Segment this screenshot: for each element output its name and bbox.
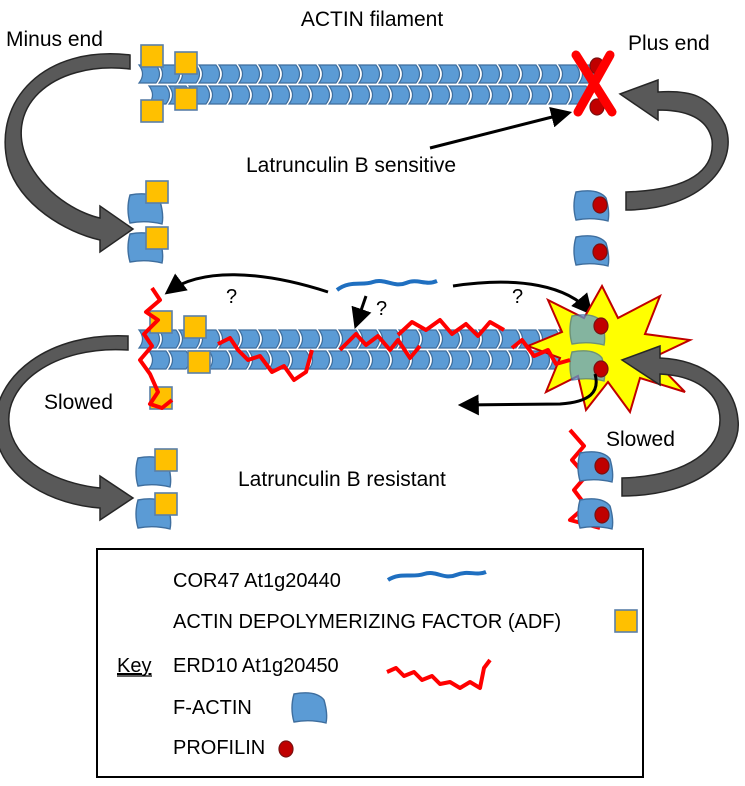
question-arrow-right — [452, 280, 593, 316]
actin-subunit — [458, 64, 481, 84]
actin-subunit — [228, 85, 251, 105]
actin-subunit — [288, 85, 311, 105]
actin-subunit — [488, 85, 511, 105]
adf-square-icon — [614, 609, 638, 633]
actin-subunit — [208, 350, 231, 370]
actin-subunit — [278, 64, 301, 84]
actin-subunit — [348, 85, 371, 105]
actin-subunit — [318, 64, 341, 84]
actin-subunit — [418, 64, 441, 84]
actin-subunit — [488, 350, 511, 370]
actin-subunit — [348, 350, 371, 370]
question-mark-left: ? — [226, 286, 237, 308]
title-label: ACTIN filament — [301, 8, 444, 31]
slowed-left-label: Slowed — [44, 391, 113, 414]
free-actin-adf-top — [127, 180, 169, 264]
actin-subunit — [258, 64, 281, 84]
actin-subunit — [448, 350, 471, 370]
actin-subunit — [498, 64, 521, 84]
question-mark-middle: ? — [376, 298, 387, 320]
actin-subunit — [148, 350, 171, 370]
burst-icon — [525, 283, 694, 415]
actin-subunit — [168, 350, 191, 370]
actin-subunit — [338, 64, 361, 84]
free-actin-profilin-erd10-bottom — [568, 428, 614, 530]
actin-subunit — [428, 85, 451, 105]
cor47-protein — [335, 279, 438, 292]
free-actin-profilin-top — [573, 190, 610, 267]
actin-subunit — [448, 85, 471, 105]
cor47-line-icon — [386, 570, 487, 582]
actin-subunit — [208, 85, 231, 105]
key-title: Key — [117, 655, 151, 677]
question-mark-right: ? — [512, 286, 523, 308]
erd10-on-filament — [138, 286, 571, 410]
key-box — [96, 548, 644, 778]
actin-subunit — [318, 329, 341, 349]
f-actin-icon — [291, 692, 328, 724]
actin-subunit — [278, 329, 301, 349]
actin-subunit — [508, 350, 531, 370]
profilin-icon — [278, 740, 294, 758]
actin-subunit — [308, 85, 331, 105]
actin-subunit — [468, 85, 491, 105]
question-arrow-middle — [351, 295, 372, 329]
actin-subunit — [358, 64, 381, 84]
polymerization-arrow-middle-right — [620, 344, 739, 497]
actin-subunit — [438, 64, 461, 84]
latb-resistant-arrow — [457, 373, 598, 416]
slowed-right-label: Slowed — [606, 428, 675, 451]
actin-subunit — [258, 329, 281, 349]
question-arrow-left — [164, 273, 329, 295]
actin-subunit — [238, 64, 261, 84]
actin-subunit — [248, 85, 271, 105]
actin-subunit — [198, 64, 221, 84]
plus-end-label: Plus end — [628, 32, 710, 55]
actin-subunit — [468, 350, 491, 370]
erd10-line-icon — [386, 658, 492, 690]
latb-sensitive-arrow — [429, 106, 573, 150]
actin-subunit — [238, 329, 261, 349]
actin-subunit — [328, 85, 351, 105]
depolymerization-arrow-top-left — [4, 53, 135, 254]
latb-resistant-label: Latrunculin B resistant — [238, 468, 446, 491]
actin-subunit — [508, 85, 531, 105]
actin-subunit — [558, 64, 581, 84]
actin-subunit — [388, 85, 411, 105]
polymerization-arrow-top-right — [618, 78, 729, 211]
actin-subunit — [548, 85, 571, 105]
minus-end-label: Minus end — [6, 28, 103, 51]
actin-filament-top — [138, 64, 601, 105]
actin-subunit — [368, 350, 391, 370]
actin-subunit — [418, 329, 441, 349]
actin-subunit — [398, 64, 421, 84]
latb-sensitive-label: Latrunculin B sensitive — [246, 154, 456, 177]
key-label-adf: ACTIN DEPOLYMERIZING FACTOR (ADF) — [173, 611, 561, 633]
actin-subunit — [528, 85, 551, 105]
blocked-x-icon — [571, 50, 617, 117]
actin-subunit — [538, 64, 561, 84]
actin-subunit — [518, 64, 541, 84]
actin-subunit — [368, 85, 391, 105]
actin-subunit — [378, 64, 401, 84]
key-label-profilin: PROFILIN — [173, 737, 265, 759]
actin-subunit — [268, 85, 291, 105]
actin-subunit — [298, 64, 321, 84]
actin-subunit — [428, 350, 451, 370]
actin-subunit — [408, 85, 431, 105]
depolymerization-arrow-middle-left — [0, 335, 135, 522]
key-label-cor47: COR47 At1g20440 — [173, 570, 341, 592]
actin-subunit — [298, 329, 321, 349]
key-label-f-actin: F-ACTIN — [173, 697, 252, 719]
actin-subunit — [328, 350, 351, 370]
actin-subunit — [478, 64, 501, 84]
free-actin-adf-bottom — [135, 448, 178, 530]
actin-subunit — [218, 64, 241, 84]
key-label-erd10: ERD10 At1g20450 — [173, 655, 339, 677]
